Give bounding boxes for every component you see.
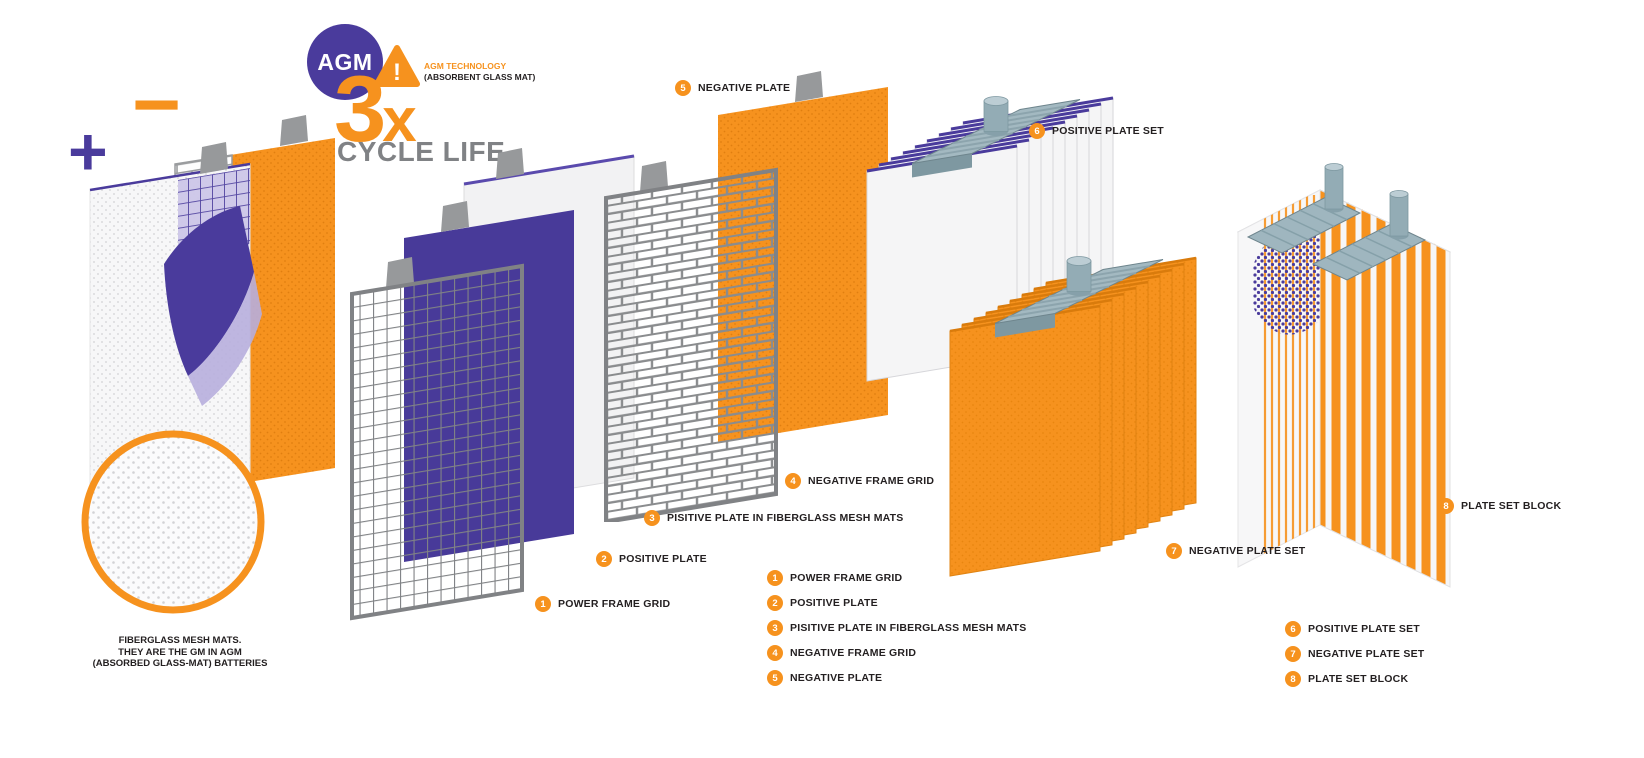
warning-exclamation: ! xyxy=(393,59,401,86)
agm-logo-badge: AGM xyxy=(307,24,383,100)
legend-plates: 1 POWER FRAME GRID 2 POSITIVE PLATE 3 PI… xyxy=(767,570,1026,686)
grid-tab xyxy=(386,257,414,288)
fiberglass-mesh-magnifier xyxy=(81,430,265,614)
legend-item-label: POWER FRAME GRID xyxy=(790,572,903,584)
absorbent-glass-mat-label: (ABSORBENT GLASS MAT) xyxy=(424,72,536,82)
plate-sets-illustration xyxy=(866,96,1197,577)
callout-positive-plate-set: 6 POSITIVE PLATE SET xyxy=(1029,123,1164,139)
legend-item-1: 1 POWER FRAME GRID xyxy=(767,570,1026,586)
multiplier-digit: 3 xyxy=(334,56,386,161)
legend-item-3: 3 PISITIVE PLATE IN FIBERGLASS MESH MATS xyxy=(767,620,1026,636)
plate-tab xyxy=(441,201,469,232)
cycle-life-label: CYCLE LIFE xyxy=(337,136,506,167)
plus-polarity-mark: + xyxy=(68,114,108,190)
negative-plate-exploded-illustration xyxy=(604,71,888,522)
caption-line-3: (ABSORBED GLASS-MAT) BATTERIES xyxy=(92,658,268,669)
plate xyxy=(949,304,1101,577)
plate-set-block xyxy=(1236,163,1452,588)
callout-negative-plate: 5 NEGATIVE PLATE xyxy=(675,80,790,96)
multiplier-suffix: x xyxy=(382,86,417,155)
legend-number-badge: 3 xyxy=(767,620,783,636)
legend-number-badge: 4 xyxy=(767,645,783,661)
plate-tab xyxy=(200,142,228,174)
legend-item-label: PLATE SET BLOCK xyxy=(1308,673,1409,685)
callout-number-badge: 2 xyxy=(596,551,612,567)
negative-plate-set xyxy=(949,256,1197,577)
callout-number-badge: 4 xyxy=(785,473,801,489)
terminal-post-rear xyxy=(1324,163,1344,213)
legend-number-badge: 5 xyxy=(767,670,783,686)
legend-number-badge: 7 xyxy=(1285,646,1301,662)
legend-item-6: 6 POSITIVE PLATE SET xyxy=(1285,621,1424,637)
callout-power-frame-grid: 1 POWER FRAME GRID xyxy=(535,596,670,612)
legend-number-badge: 2 xyxy=(767,595,783,611)
callout-label: POWER FRAME GRID xyxy=(558,598,671,610)
multiplier-3x: 3x xyxy=(334,62,417,156)
legend-item-label: NEGATIVE PLATE SET xyxy=(1308,648,1425,660)
legend-item-5: 5 NEGATIVE PLATE xyxy=(767,670,1026,686)
callout-label: POSITIVE PLATE xyxy=(619,553,707,565)
legend-item-label: NEGATIVE PLATE xyxy=(790,672,883,684)
legend-item-label: NEGATIVE FRAME GRID xyxy=(790,647,917,659)
legend-item-label: POSITIVE PLATE xyxy=(790,597,878,609)
callout-negative-frame-grid: 4 NEGATIVE FRAME GRID xyxy=(785,473,934,489)
plate-set-block-illustration xyxy=(1236,163,1452,588)
grid-tab xyxy=(640,161,668,192)
legend-number-badge: 6 xyxy=(1285,621,1301,637)
legend-item-label: PISITIVE PLATE IN FIBERGLASS MESH MATS xyxy=(790,622,1027,634)
legend-number-badge: 8 xyxy=(1285,671,1301,687)
terminal-post-front xyxy=(1389,190,1409,240)
terminal-post xyxy=(983,96,1009,136)
legend-item-8: 8 PLATE SET BLOCK xyxy=(1285,671,1424,687)
purple-mesh-patch xyxy=(1253,220,1320,335)
terminal-post xyxy=(1066,256,1092,296)
agm-technology-label: AGM TECHNOLOGY xyxy=(424,61,507,71)
legend-number-badge: 1 xyxy=(767,570,783,586)
callout-number-badge: 7 xyxy=(1166,543,1182,559)
negative-frame-grid xyxy=(604,161,778,522)
positive-plate-exploded-illustration xyxy=(350,148,635,621)
plate-tab xyxy=(280,115,308,146)
legend-item-label: POSITIVE PLATE SET xyxy=(1308,623,1420,635)
callout-number-badge: 5 xyxy=(675,80,691,96)
callout-number-badge: 1 xyxy=(535,596,551,612)
callout-positive-plate-in-mats: 3 PISITIVE PLATE IN FIBERGLASS MESH MATS xyxy=(644,510,903,526)
callout-label: NEGATIVE PLATE xyxy=(698,82,791,94)
callout-plate-set-block: 8 PLATE SET BLOCK xyxy=(1438,498,1561,514)
plate-tab xyxy=(795,71,823,102)
callout-positive-plate: 2 POSITIVE PLATE xyxy=(596,551,707,567)
caption-line-1: FIBERGLASS MESH MATS. xyxy=(118,635,242,646)
caption-line-2: THEY ARE THE GM IN AGM xyxy=(118,646,242,658)
callout-number-badge: 3 xyxy=(644,510,660,526)
minus-polarity-mark: − xyxy=(132,57,182,151)
callout-label: PLATE SET BLOCK xyxy=(1461,500,1562,512)
lavender-mesh-layer xyxy=(188,272,262,406)
magnifier-caption: FIBERGLASS MESH MATS. THEY ARE THE GM IN… xyxy=(50,635,310,670)
legend-item-2: 2 POSITIVE PLATE xyxy=(767,595,1026,611)
callout-label: POSITIVE PLATE SET xyxy=(1052,125,1164,137)
callout-number-badge: 6 xyxy=(1029,123,1045,139)
cutaway-plates-illustration xyxy=(89,115,335,521)
power-frame-grid xyxy=(350,257,524,621)
legend-item-4: 4 NEGATIVE FRAME GRID xyxy=(767,645,1026,661)
callout-label: NEGATIVE FRAME GRID xyxy=(808,475,935,487)
callout-number-badge: 8 xyxy=(1438,498,1454,514)
plate-tab xyxy=(496,148,524,179)
magnifier-ring xyxy=(81,430,265,614)
callout-label: NEGATIVE PLATE SET xyxy=(1189,545,1306,557)
warning-triangle-icon: ! xyxy=(374,45,420,87)
purple-mesh-layer xyxy=(164,206,254,376)
callout-label: PISITIVE PLATE IN FIBERGLASS MESH MATS xyxy=(667,512,904,524)
legend-plate-sets: 6 POSITIVE PLATE SET 7 NEGATIVE PLATE SE… xyxy=(1285,621,1424,687)
agm-logo-text: AGM xyxy=(317,48,373,75)
legend-item-7: 7 NEGATIVE PLATE SET xyxy=(1285,646,1424,662)
callout-negative-plate-set: 7 NEGATIVE PLATE SET xyxy=(1166,543,1305,559)
left-face-detail xyxy=(1253,195,1320,567)
